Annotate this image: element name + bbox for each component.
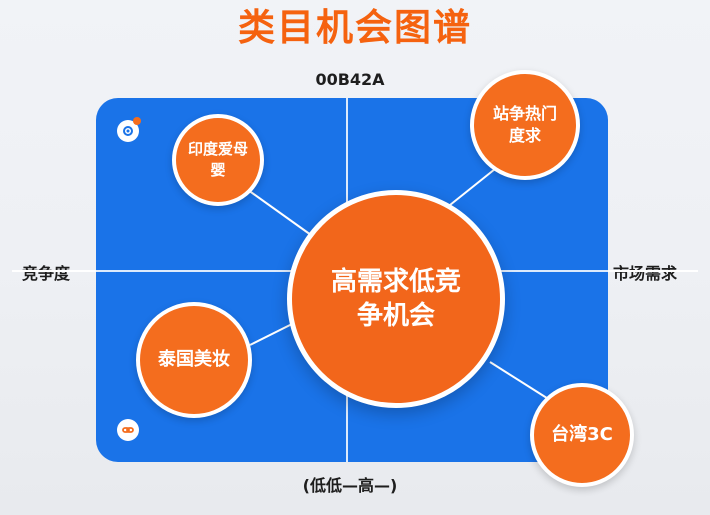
bubble-hot-label: 站争热门度求 [492, 104, 557, 145]
link-icon [117, 419, 139, 441]
bubble-thai-label: 泰国美妆 [158, 349, 230, 370]
bubble-tw-label: 台湾3C [551, 424, 613, 445]
bubble-india: 印度爱母婴 [172, 114, 264, 206]
axis-label-top: 00B42A [315, 70, 385, 89]
bubble-center-label: 高需求低竞争机会 [330, 267, 461, 331]
bubble-hot: 站争热门度求 [470, 70, 580, 180]
bubble-tw: 台湾3C [530, 383, 634, 487]
bubble-thai: 泰国美妆 [136, 302, 252, 418]
notification-dot [133, 117, 141, 125]
page-title: 类目机会图谱 [238, 6, 472, 49]
gear-icon [117, 117, 141, 142]
axis-label-left: 竞争度 [22, 264, 71, 283]
link-icon-shape [122, 427, 134, 433]
bubble-center: 高需求低竞争机会 [287, 190, 505, 408]
bubble-india-label: 印度爱母婴 [188, 140, 249, 179]
gear-icon-shape [123, 126, 133, 136]
axis-line-left [12, 270, 96, 272]
axis-label-right: 市场需求 [613, 264, 678, 283]
axis-label-bottom: (低低—高—) [302, 476, 398, 495]
axis-line-right [608, 270, 698, 272]
